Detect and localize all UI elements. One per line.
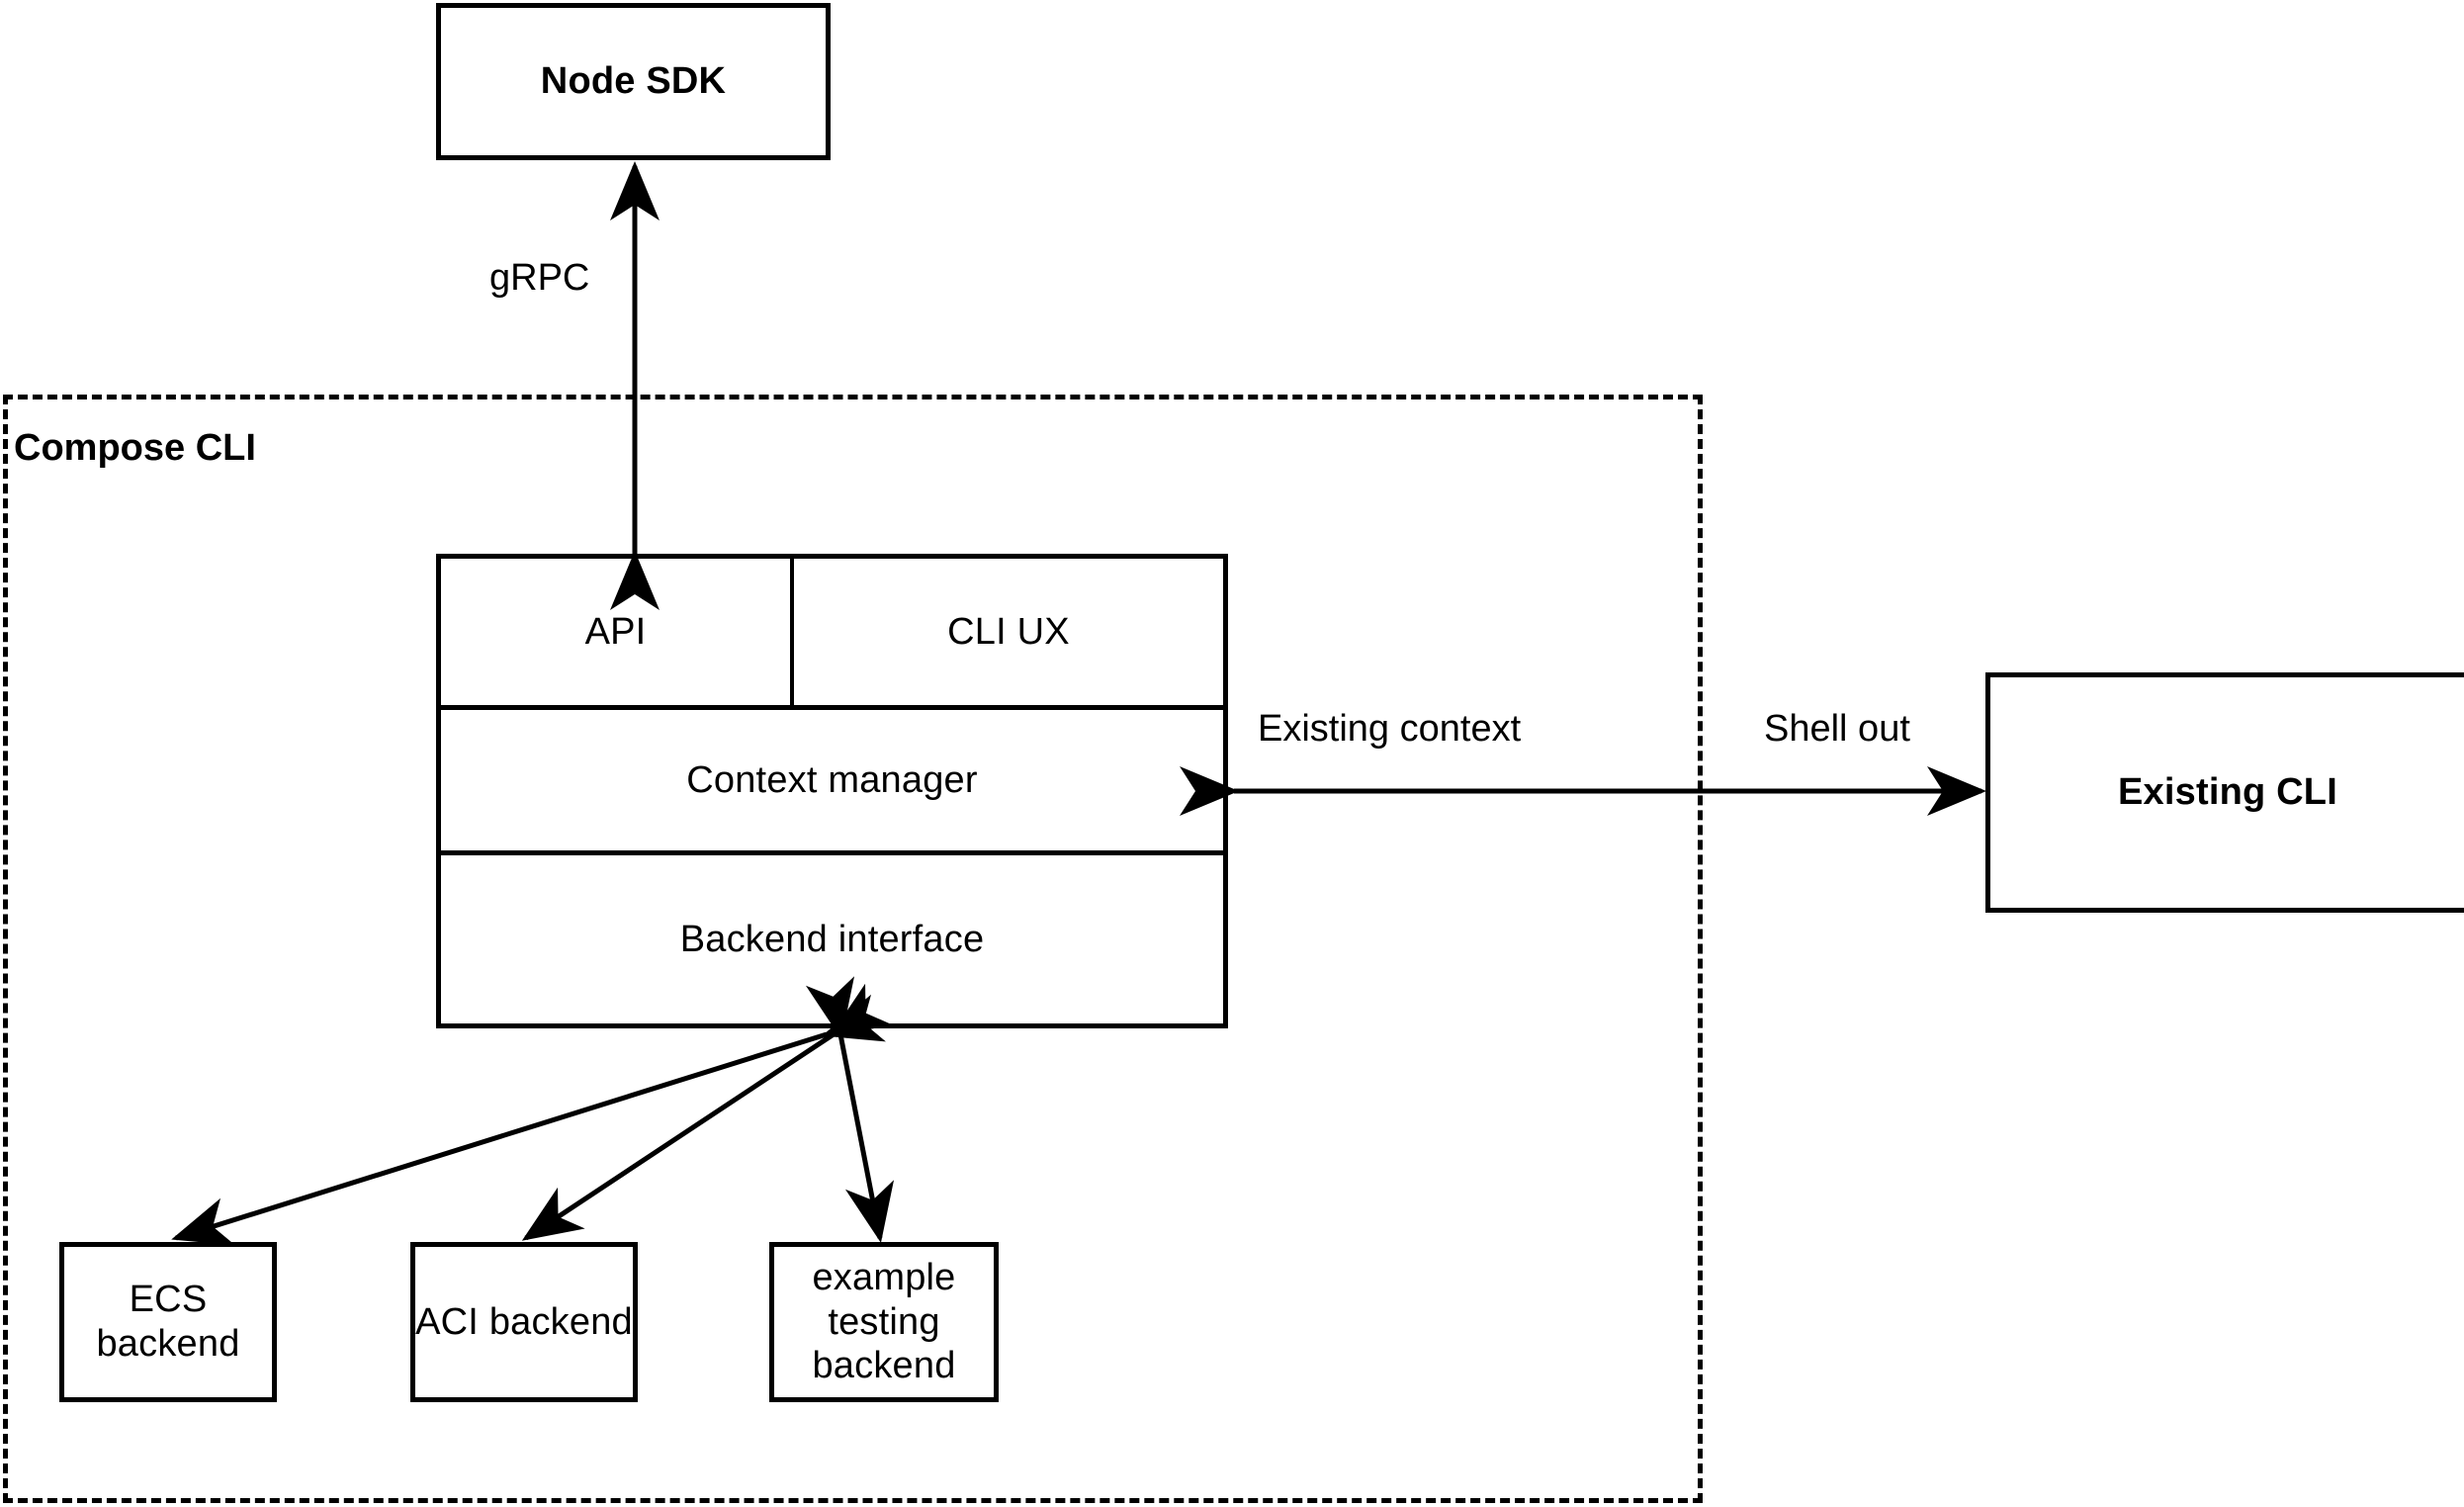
- node-aci-backend[interactable]: ACI backend: [410, 1242, 638, 1402]
- node-example-testing-backend[interactable]: example testing backend: [769, 1242, 999, 1402]
- node-node-sdk-label: Node SDK: [540, 60, 727, 103]
- node-existing-cli[interactable]: Existing CLI: [1985, 672, 2464, 913]
- node-api-label: API: [584, 610, 647, 653]
- edge-label-grpc: gRPC: [489, 257, 590, 299]
- node-existing-cli-label: Existing CLI: [2118, 771, 2337, 814]
- node-context-manager[interactable]: Context manager: [441, 710, 1223, 850]
- edge-label-existing-context: Existing context: [1258, 708, 1522, 750]
- node-backend-interface-label: Backend interface: [679, 918, 985, 960]
- node-backend-interface[interactable]: Backend interface: [441, 855, 1223, 1023]
- node-compose-cli-stack: API CLI UX Context manager Backend inter…: [436, 554, 1228, 1028]
- node-context-manager-label: Context manager: [686, 758, 978, 801]
- stack-row-context-manager: Context manager: [441, 710, 1223, 855]
- node-ecs-backend-label: ECS backend: [96, 1279, 240, 1365]
- node-node-sdk[interactable]: Node SDK: [436, 3, 831, 160]
- node-ecs-backend[interactable]: ECS backend: [59, 1242, 277, 1402]
- node-example-testing-backend-label: example testing backend: [774, 1256, 994, 1388]
- node-aci-backend-label: ACI backend: [415, 1300, 633, 1343]
- node-example-testing-backend-line2: backend: [812, 1345, 956, 1387]
- stack-row-api-cliux: API CLI UX: [441, 559, 1223, 710]
- edge-label-shell-out: Shell out: [1764, 708, 1910, 750]
- node-api[interactable]: API: [441, 559, 794, 705]
- node-cli-ux[interactable]: CLI UX: [794, 559, 1223, 705]
- node-example-testing-backend-line1: example testing: [812, 1256, 956, 1343]
- stack-row-backend-interface: Backend interface: [441, 855, 1223, 1023]
- group-compose-cli: [3, 395, 1703, 1503]
- group-compose-cli-label: Compose CLI: [14, 427, 256, 469]
- node-cli-ux-label: CLI UX: [947, 610, 1070, 653]
